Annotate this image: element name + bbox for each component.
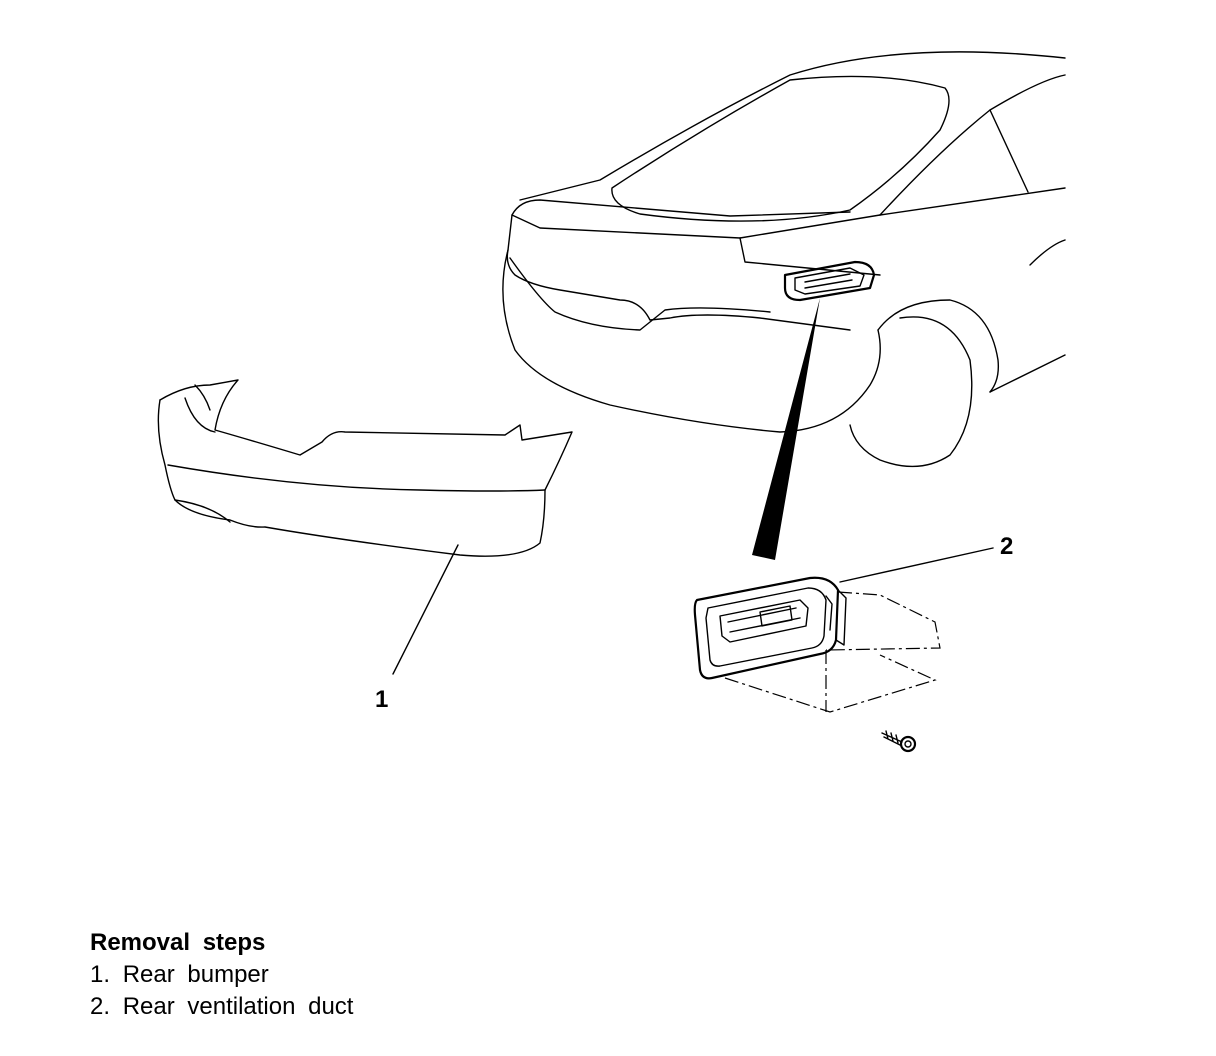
lower-body bbox=[502, 249, 881, 433]
step-label: Rear ventilation duct bbox=[122, 993, 354, 1020]
body-side bbox=[1029, 239, 1066, 266]
roof-arc bbox=[989, 74, 1066, 111]
step-number: 1. bbox=[90, 961, 111, 988]
callout-number-2: 2 bbox=[1000, 533, 1014, 560]
projection-lower bbox=[724, 650, 937, 713]
body-vent-inner bbox=[794, 267, 865, 295]
side-window bbox=[879, 109, 1029, 216]
rear-ventilation-duct bbox=[693, 547, 994, 713]
bumper-inner-line bbox=[184, 384, 216, 433]
removal-step-2: 2. Rear ventilation duct bbox=[90, 991, 353, 1023]
bumper-top-edge bbox=[159, 379, 573, 491]
zoom-pointer bbox=[752, 298, 820, 560]
body-vent-frame bbox=[783, 260, 876, 302]
duct-side bbox=[825, 589, 847, 646]
projection-upper bbox=[825, 591, 941, 651]
bumper-mid-line bbox=[167, 464, 546, 492]
bumper-lower-step bbox=[174, 499, 231, 523]
screw-head bbox=[899, 735, 917, 753]
rear-bumper bbox=[157, 379, 573, 675]
removal-steps-legend: Removal steps 1. Rear bumper 2. Rear ven… bbox=[90, 927, 353, 1023]
car-body bbox=[502, 51, 1066, 468]
rear-window bbox=[611, 75, 950, 222]
rear-quarter bbox=[509, 257, 771, 331]
legend-title: Removal steps bbox=[90, 929, 266, 956]
duct-louver-1 bbox=[719, 599, 809, 643]
step-number: 2. bbox=[90, 993, 111, 1020]
wheel bbox=[849, 316, 973, 468]
leader-line-2 bbox=[839, 547, 994, 583]
screw-head-inner bbox=[904, 740, 912, 748]
bumper-outer bbox=[157, 399, 546, 557]
trunk-lid bbox=[511, 199, 851, 239]
duct-louver-2 bbox=[727, 605, 801, 633]
duct-inner-frame bbox=[705, 587, 827, 667]
trunk-edge bbox=[739, 214, 881, 239]
removal-step-1: 1. Rear bumper bbox=[90, 959, 353, 991]
step-label: Rear bumper bbox=[122, 961, 269, 988]
wheel-arch bbox=[877, 299, 1000, 393]
callout-number-1: 1 bbox=[375, 686, 389, 713]
screw-fastener bbox=[881, 730, 917, 753]
screw-shank bbox=[881, 730, 903, 746]
tail-band bbox=[506, 214, 851, 331]
rocker-line bbox=[989, 354, 1066, 393]
roof-line bbox=[519, 51, 1066, 201]
leader-line-1 bbox=[392, 544, 459, 675]
duct-outer-frame bbox=[693, 576, 840, 680]
side-window-lower bbox=[879, 187, 1066, 216]
